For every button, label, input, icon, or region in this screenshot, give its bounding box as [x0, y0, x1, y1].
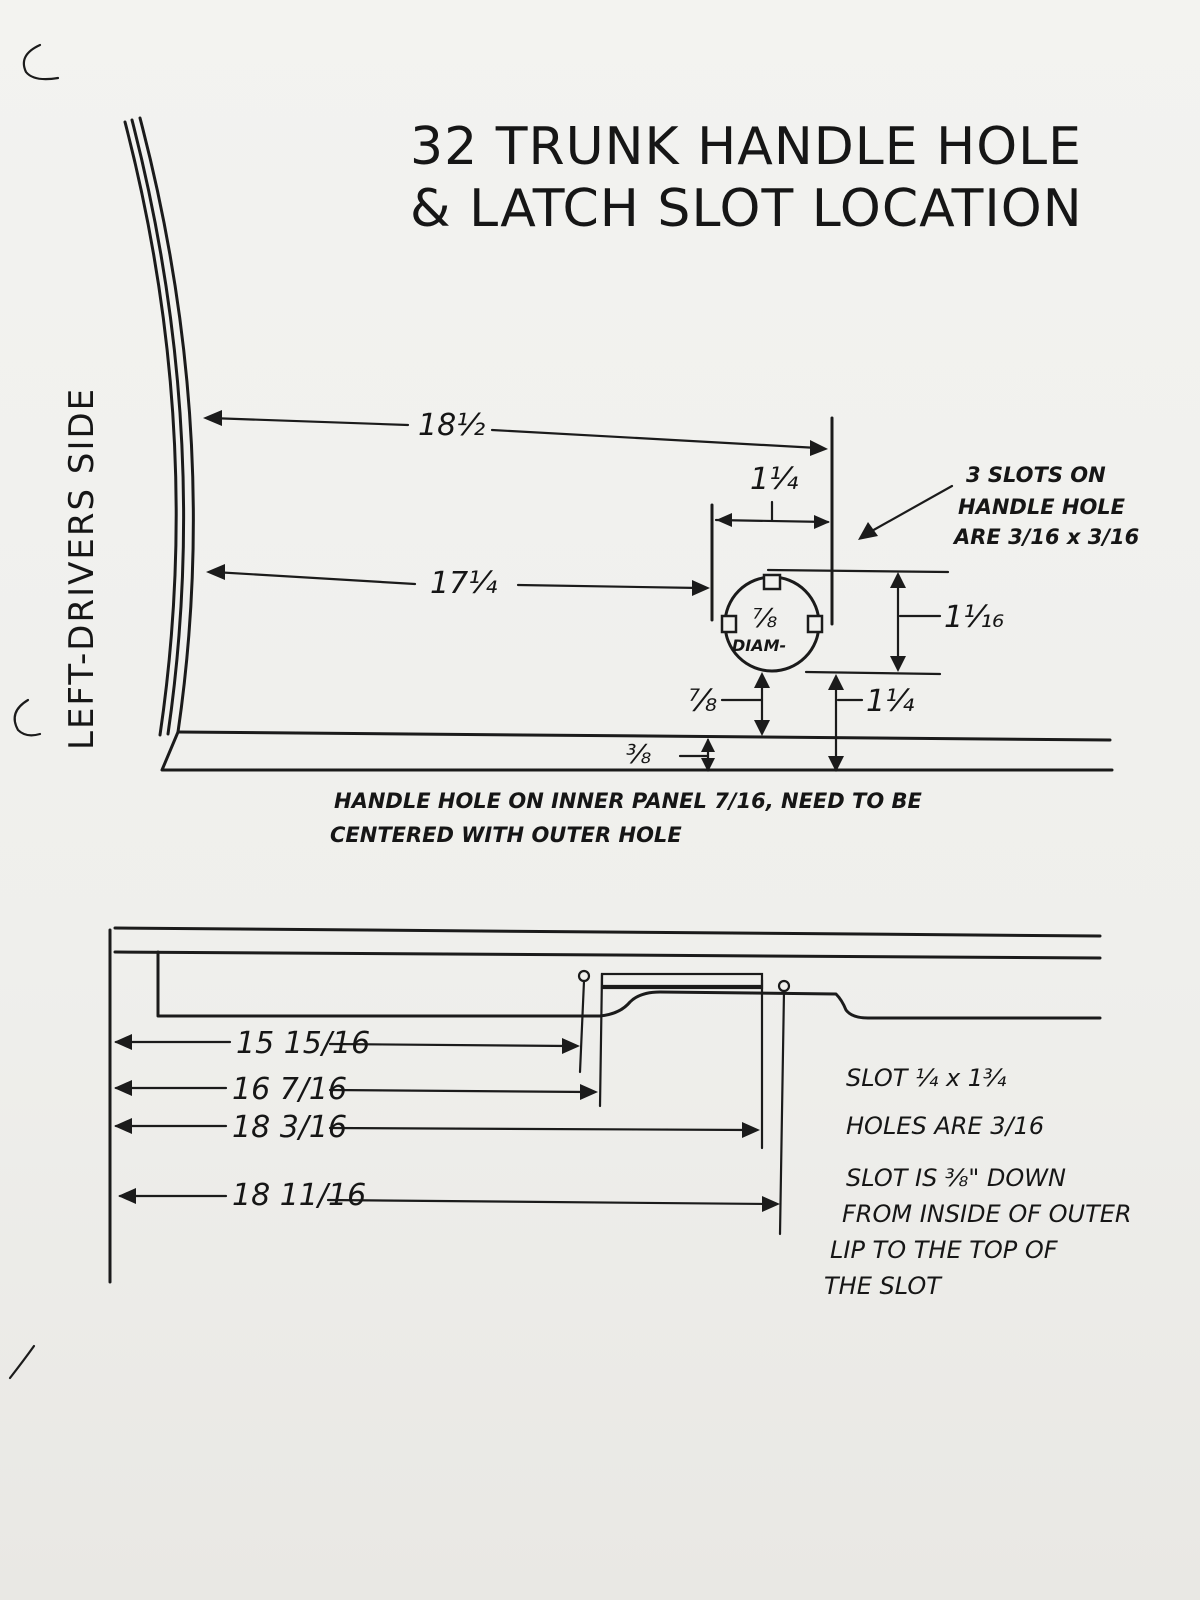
- dim-1-1-4-bracket: [714, 500, 830, 529]
- title-line-2: & LATCH SLOT LOCATION: [410, 179, 1083, 239]
- title-line-1: 32 TRUNK HANDLE HOLE: [410, 117, 1083, 177]
- handle-hole: [720, 573, 824, 673]
- dim-7-8-label: ⅞: [688, 684, 718, 719]
- latch-dim-3-label: 18 3/16: [232, 1110, 348, 1145]
- latch-note-1: SLOT ¼ x 1¾: [846, 1064, 1007, 1092]
- panel-lip-line: [160, 730, 1114, 772]
- hole-size-label: ⅞: [752, 604, 778, 634]
- slots-note-arrow: [858, 484, 954, 540]
- dim-17-1-4-label: 17¼: [430, 566, 498, 601]
- latch-dim-2-label: 16 7/16: [232, 1072, 348, 1107]
- stray-mark: [13, 698, 42, 737]
- dim-1-1-16-label: 1⅟₁₆: [944, 600, 1005, 635]
- dim-7-8-above-line: [720, 672, 770, 736]
- latch-note-6: THE SLOT: [824, 1272, 941, 1300]
- stray-mark: [22, 43, 60, 81]
- side-label: LEFT-DRIVERS SIDE: [62, 386, 102, 750]
- latch-hole-right: [777, 979, 791, 1236]
- latch-dim-1-label: 15 15/16: [236, 1026, 371, 1061]
- panel-edge-line: [176, 730, 1112, 742]
- latch-note-5: LIP TO THE TOP OF: [830, 1236, 1058, 1264]
- dim-1-1-16-line: [766, 568, 950, 676]
- latch-panel-outline: [108, 926, 1102, 1284]
- stray-mark: [8, 1344, 36, 1380]
- latch-note-3: SLOT IS ⅜" DOWN: [846, 1164, 1066, 1192]
- dim-1-1-4-label: 1¼: [750, 462, 799, 497]
- slot-left-ext: [598, 972, 604, 1108]
- trunk-edge-curve: [123, 116, 195, 737]
- latch-dim-4-label: 18 11/16: [232, 1178, 367, 1213]
- latch-note-4: FROM INSIDE OF OUTER: [842, 1200, 1132, 1228]
- latch-dim-3: [114, 1118, 760, 1138]
- latch-dim-2: [114, 1080, 598, 1100]
- slots-note-3: ARE 3/16 x 3/16: [954, 525, 1140, 549]
- hole-diam-label: DIAM-: [732, 636, 787, 655]
- dim-18-1-2-label: 18½: [418, 408, 486, 443]
- latch-dim-1: [114, 1034, 580, 1054]
- slots-note-2: HANDLE HOLE: [958, 495, 1126, 519]
- inner-note-1: HANDLE HOLE ON INNER PANEL 7/16, NEED TO…: [334, 789, 922, 813]
- dim-18-1-2-line: [203, 410, 828, 456]
- dim-3-8-label: ⅜: [626, 740, 652, 770]
- dim-center-label: 1¼: [866, 684, 915, 719]
- dim-1-1-4-center-line: [828, 674, 864, 772]
- dim-3-8-lip-line: [678, 738, 715, 772]
- slots-note-1: 3 SLOTS ON: [966, 463, 1106, 487]
- latch-note-2: HOLES ARE 3/16: [846, 1112, 1045, 1140]
- inner-note-2: CENTERED WITH OUTER HOLE: [330, 823, 682, 847]
- latch-slot-outline: [600, 972, 764, 990]
- dim-17-1-4-line: [206, 564, 710, 596]
- latch-hole-left: [577, 969, 591, 1074]
- latch-dim-4: [118, 1188, 780, 1212]
